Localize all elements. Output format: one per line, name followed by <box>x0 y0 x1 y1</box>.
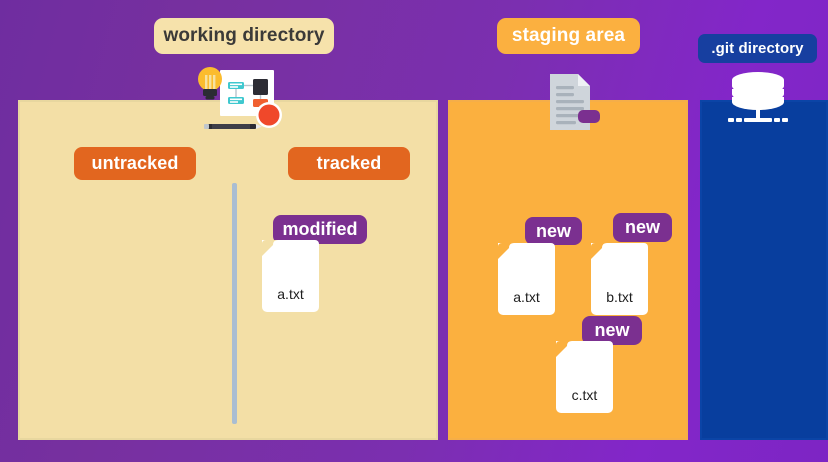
untracked-tracked-divider <box>232 183 237 424</box>
document-icon <box>540 72 600 134</box>
staging-area-title-chip: staging area <box>497 18 640 54</box>
status-badge: new <box>613 213 672 242</box>
file-name-label: a.txt <box>277 286 304 302</box>
git-directory-panel <box>700 100 828 440</box>
folded-corner-icon <box>498 243 514 259</box>
tracked-section-chip: tracked <box>288 147 410 180</box>
status-badge: new <box>582 316 642 345</box>
untracked-section-chip: untracked <box>74 147 196 180</box>
file-name-label: a.txt <box>513 289 540 305</box>
file-card: b.txt <box>591 243 648 315</box>
file-name-label: b.txt <box>606 289 633 305</box>
folded-corner-icon <box>262 240 278 256</box>
status-badge: modified <box>273 215 367 244</box>
git-directory-title-chip: .git directory <box>698 34 817 63</box>
file-name-label: c.txt <box>571 387 598 403</box>
database-icon <box>722 70 794 132</box>
file-card: a.txt <box>498 243 555 315</box>
working-directory-title-chip: working directory <box>154 18 334 54</box>
status-badge: new <box>525 217 582 245</box>
file-card: c.txt <box>556 341 613 413</box>
file-card: a.txt <box>262 240 319 312</box>
workstation-illustration <box>194 62 290 134</box>
folded-corner-icon <box>556 341 572 357</box>
folded-corner-icon <box>591 243 607 259</box>
